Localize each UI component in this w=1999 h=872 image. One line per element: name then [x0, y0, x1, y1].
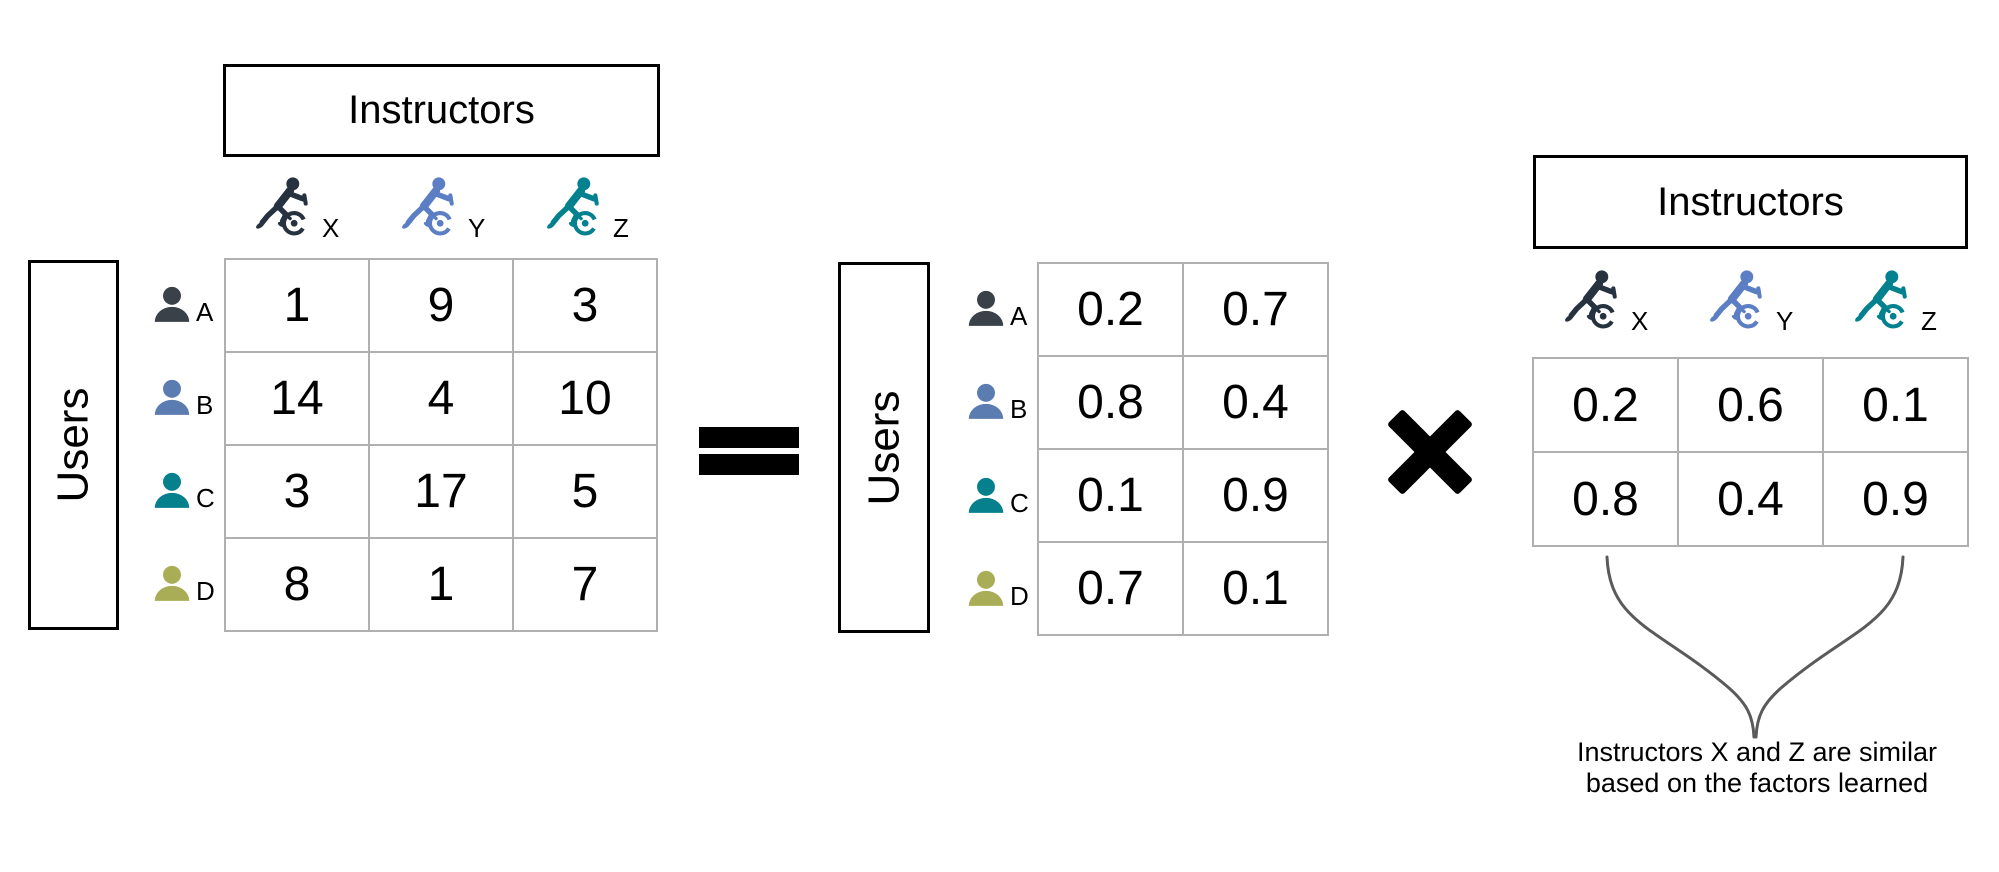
person-icon	[964, 380, 1008, 424]
matrix-cell: 1	[369, 538, 513, 631]
matrix-cell: 3	[225, 445, 369, 538]
matrix-cell: 3	[513, 259, 657, 352]
equals-icon	[699, 427, 799, 477]
matrix-cell: 0.1	[1183, 542, 1328, 635]
person-icon	[964, 474, 1008, 518]
instructor-z-header: Z	[1851, 268, 1937, 336]
spin-bike-icon	[1851, 268, 1919, 336]
matrix-cell: 0.7	[1038, 542, 1183, 635]
user-label: C	[196, 483, 215, 513]
times-icon	[1380, 402, 1480, 502]
user-label: D	[1010, 581, 1029, 611]
matrix-cell: 0.6	[1678, 358, 1823, 452]
instructor-y-header: Y	[398, 175, 485, 243]
middle-users-axis-label: Users	[859, 390, 908, 505]
instructor-y-header: Y	[1706, 268, 1793, 336]
person-icon	[150, 283, 194, 327]
matrix-cell: 0.1	[1038, 449, 1183, 542]
user-a-row-header: A	[150, 283, 213, 327]
user-d-row-header: D	[964, 567, 1029, 611]
user-b-row-header: B	[150, 376, 213, 420]
left-users-axis-label: Users	[48, 387, 98, 503]
spin-bike-icon	[398, 175, 466, 243]
user-label: A	[196, 297, 214, 327]
user-c-row-header: C	[964, 474, 1029, 518]
matrix-cell: 0.4	[1183, 356, 1328, 449]
matrix-cell: 14	[225, 352, 369, 445]
matrix-cell: 4	[369, 352, 513, 445]
person-icon	[150, 469, 194, 513]
user-label: A	[1010, 301, 1028, 331]
matrix-cell: 0.8	[1533, 452, 1678, 546]
matrix-cell: 1	[225, 259, 369, 352]
matrix-cell: 0.7	[1183, 263, 1328, 356]
matrix-cell: 7	[513, 538, 657, 631]
instructor-factors-matrix: 0.2 0.6 0.1 0.8 0.4 0.9	[1532, 357, 1969, 547]
matrix-cell: 0.9	[1823, 452, 1968, 546]
user-c-row-header: C	[150, 469, 215, 513]
user-label: B	[196, 390, 214, 420]
converging-brace	[1605, 555, 1905, 739]
person-icon	[150, 376, 194, 420]
annotation-line-2: based on the factors learned	[1585, 768, 1929, 798]
matrix-cell: 0.9	[1183, 449, 1328, 542]
matrix-cell: 8	[225, 538, 369, 631]
person-icon	[964, 287, 1008, 331]
instructor-x-header: X	[1561, 268, 1648, 336]
user-label: B	[1010, 394, 1028, 424]
user-b-row-header: B	[964, 380, 1027, 424]
matrix-cell: 0.2	[1038, 263, 1183, 356]
instructor-z-header: Z	[543, 175, 629, 243]
matrix-cell: 5	[513, 445, 657, 538]
instructor-label: Y	[1776, 306, 1794, 336]
annotation-line-1: Instructors X and Z are similar	[1576, 737, 1938, 767]
matrix-cell: 0.4	[1678, 452, 1823, 546]
middle-users-axis-box: Users	[838, 262, 930, 633]
matrix-cell: 17	[369, 445, 513, 538]
left-users-axis-box: Users	[28, 260, 119, 630]
instructor-label: X	[322, 213, 340, 243]
matrix-cell: 9	[369, 259, 513, 352]
spin-bike-icon	[252, 175, 320, 243]
spin-bike-icon	[1706, 268, 1774, 336]
ratings-matrix: 1 9 3 14 4 10 3 17 5 8 1 7	[224, 258, 658, 632]
person-icon	[150, 562, 194, 606]
matrix-cell: 0.2	[1533, 358, 1678, 452]
instructor-label: Z	[1921, 306, 1937, 336]
right-instructors-title: Instructors	[1657, 179, 1844, 224]
matrix-cell: 0.8	[1038, 356, 1183, 449]
instructor-label: Y	[468, 213, 486, 243]
left-instructors-header-box: Instructors	[223, 64, 660, 157]
user-factors-matrix: 0.2 0.7 0.8 0.4 0.1 0.9 0.7 0.1	[1037, 262, 1329, 636]
spin-bike-icon	[543, 175, 611, 243]
matrix-cell: 0.1	[1823, 358, 1968, 452]
spin-bike-icon	[1561, 268, 1629, 336]
user-a-row-header: A	[964, 287, 1027, 331]
person-icon	[964, 567, 1008, 611]
right-instructors-header-box: Instructors	[1533, 155, 1968, 249]
left-instructors-title: Instructors	[348, 88, 535, 132]
instructor-x-header: X	[252, 175, 339, 243]
instructor-label: Z	[613, 213, 629, 243]
similarity-annotation: Instructors X and Z are similar based on…	[1527, 737, 1987, 799]
user-d-row-header: D	[150, 562, 215, 606]
user-label: C	[1010, 488, 1029, 518]
instructor-label: X	[1631, 306, 1649, 336]
user-label: D	[196, 576, 215, 606]
matrix-cell: 10	[513, 352, 657, 445]
